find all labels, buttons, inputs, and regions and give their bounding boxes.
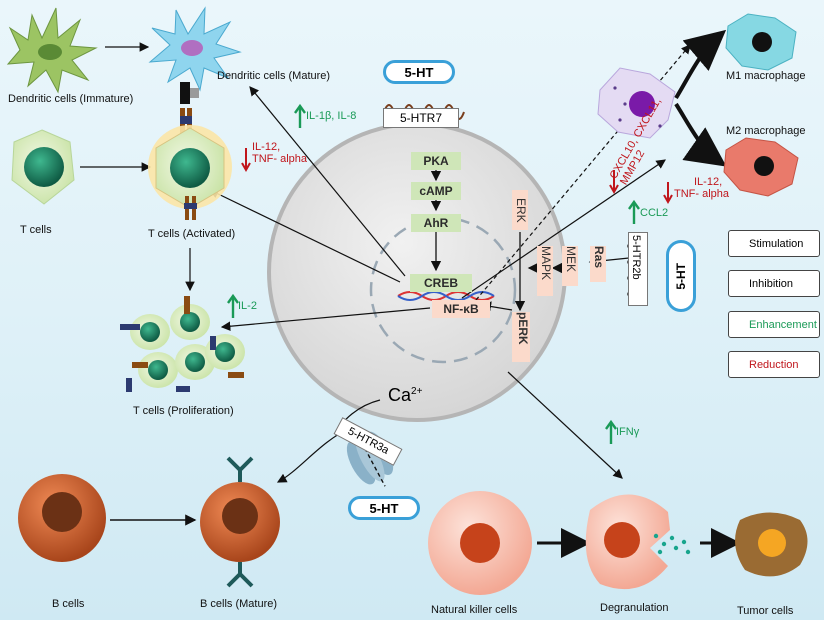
label-m1-macrophage: M1 macrophage xyxy=(726,70,806,82)
htr2b-receptor: 5-HTR2b xyxy=(628,232,648,306)
mapk-node: MAPK xyxy=(537,246,553,296)
ahr-node: AhR xyxy=(411,214,461,232)
label-dc-immature: Dendritic cells (Immature) xyxy=(8,93,134,105)
serotonin-bottom: 5-HT xyxy=(348,496,420,520)
t-cell-activated xyxy=(148,125,232,220)
label-tumor-cells: Tumor cells xyxy=(737,605,794,617)
effect-il2: IL-2 xyxy=(238,300,257,312)
t-cell-resting xyxy=(11,129,75,205)
legend-inhibition: Inhibition xyxy=(728,270,820,297)
perk-node: pERK xyxy=(512,312,530,362)
erk-node: ERK xyxy=(512,190,528,230)
ras-node: Ras xyxy=(590,246,606,282)
effect-ccl2: CCL2 xyxy=(640,207,669,219)
serotonin-right-label: 5-HT xyxy=(674,262,688,290)
effect-il12-tnf-left-2: TNF- alpha xyxy=(252,153,308,165)
t-cell-proliferation-cluster xyxy=(120,296,245,392)
legend-inhibition-label: Inhibition xyxy=(749,277,794,290)
dendritic-cell-immature xyxy=(6,7,98,94)
camp-node: cAMP xyxy=(411,182,461,200)
naive-macrophage xyxy=(597,67,676,139)
label-t-cells: T cells xyxy=(20,224,52,236)
htr2b-label: 5-HTR2b xyxy=(630,235,642,280)
calcium-label: Ca2+ xyxy=(388,385,422,406)
effect-il12-tnf-left-1: IL-12, xyxy=(252,141,281,153)
label-t-activated: T cells (Activated) xyxy=(148,228,236,240)
legend-reduction-label: Reduction xyxy=(749,358,799,371)
legend-enhancement-label: Enhancement xyxy=(749,318,817,331)
label-m2-macrophage: M2 macrophage xyxy=(726,125,806,137)
label-t-proliferation: T cells (Proliferation) xyxy=(133,405,234,417)
degranulating-nk-cell xyxy=(585,494,691,590)
legend-stimulation-label: Stimulation xyxy=(749,237,804,250)
b-cell-mature xyxy=(200,456,280,588)
label-b-mature: B cells (Mature) xyxy=(200,598,278,610)
m1-macrophage xyxy=(725,13,797,71)
dendritic-cell-mature xyxy=(148,6,242,92)
label-nk-cells: Natural killer cells xyxy=(431,604,518,616)
serotonin-top: 5-HT xyxy=(383,60,455,84)
label-b-cells: B cells xyxy=(52,598,85,610)
pka-node: PKA xyxy=(411,152,461,170)
effect-il12-tnf-right-1: IL-12, xyxy=(694,176,723,188)
legend-reduction: Reduction xyxy=(728,351,820,378)
effect-il1b-il8: IL-1β, IL-8 xyxy=(306,110,357,122)
nfkb-node: NF-κB xyxy=(432,300,490,318)
mek-node: MEK xyxy=(562,246,578,286)
nk-cell xyxy=(428,491,532,595)
creb-node: CREB xyxy=(410,274,472,292)
legend-enhancement: Enhancement xyxy=(728,311,820,338)
legend-stimulation: Stimulation xyxy=(728,230,820,257)
serotonin-right: 5-HT xyxy=(666,240,696,312)
calcium-symbol: Ca xyxy=(388,385,412,405)
effect-il12-tnf-right-2: TNF- alpha xyxy=(674,188,730,200)
effect-ifng: IFNγ xyxy=(616,426,640,438)
label-dc-mature: Dendritic cells (Mature) xyxy=(217,70,331,82)
htr7-receptor: 5-HTR7 xyxy=(383,108,459,128)
b-cell xyxy=(18,474,106,562)
tumor-cell xyxy=(735,512,808,577)
m2-macrophage xyxy=(723,137,799,197)
label-degranulation: Degranulation xyxy=(600,602,669,614)
calcium-charge: 2+ xyxy=(411,386,423,397)
